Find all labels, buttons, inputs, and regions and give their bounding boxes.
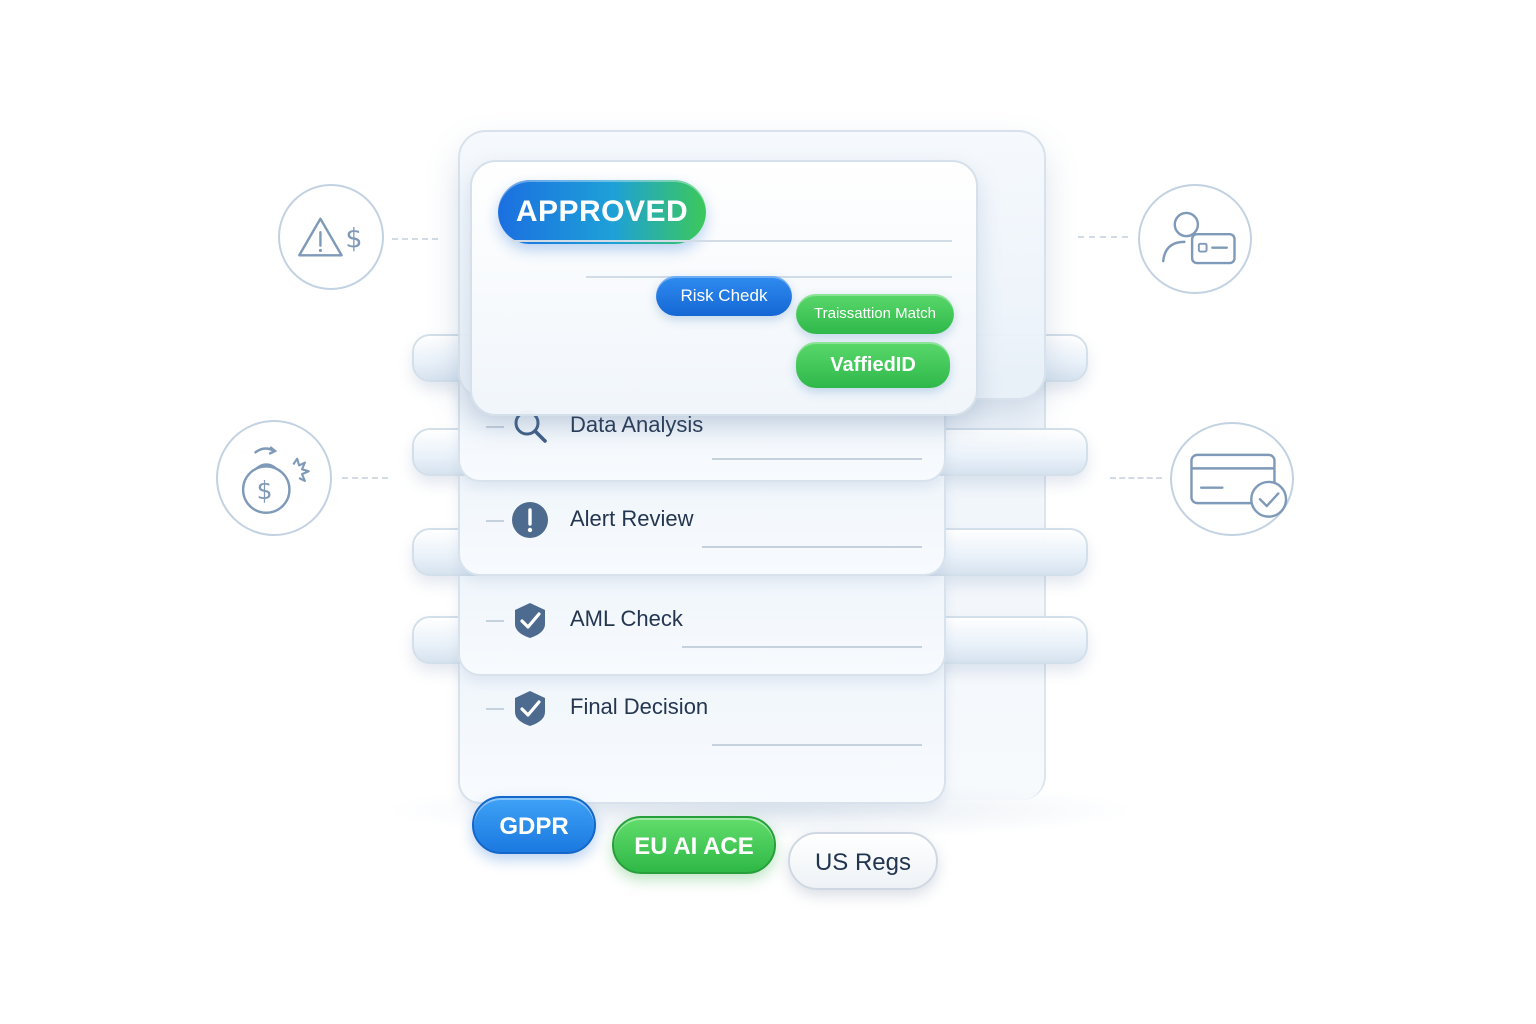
tier-line bbox=[702, 546, 922, 548]
connector-dash bbox=[342, 477, 388, 479]
connector-dash bbox=[1078, 236, 1128, 238]
transaction-match-pill: Traissattion Match bbox=[796, 294, 954, 334]
user-id-card-icon bbox=[1138, 184, 1252, 294]
tier-tick bbox=[486, 620, 504, 622]
credit-card-check-icon bbox=[1170, 422, 1294, 536]
regulation-badge-eu-ai: EU AI ACE bbox=[612, 816, 776, 874]
tier-line bbox=[682, 646, 922, 648]
connector-dash bbox=[392, 238, 438, 240]
stage-alert-review: Alert Review bbox=[458, 476, 946, 576]
stage-label: Final Decision bbox=[570, 694, 709, 719]
stage-label: Data Analysis bbox=[570, 412, 704, 437]
regulation-badge-gdpr: GDPR bbox=[472, 796, 596, 854]
check-shield-icon bbox=[510, 600, 550, 640]
tier-line bbox=[712, 744, 922, 746]
stage-aml-check: AML Check bbox=[458, 576, 946, 676]
check-shield-icon bbox=[510, 688, 550, 728]
svg-text:$: $ bbox=[345, 224, 362, 255]
approved-status-badge: APPROVED bbox=[498, 180, 706, 244]
risk-check-pill: Risk Chedk bbox=[656, 276, 792, 316]
stage-label: Alert Review bbox=[570, 506, 694, 531]
tier-tick bbox=[486, 426, 504, 428]
alert-icon bbox=[510, 500, 550, 540]
card-divider bbox=[512, 240, 952, 242]
tier-line bbox=[712, 458, 922, 460]
tier-tick bbox=[486, 520, 504, 522]
tier-tick bbox=[486, 708, 504, 710]
stage-label: AML Check bbox=[570, 606, 683, 631]
stage-final-decision: Final Decision bbox=[458, 664, 946, 804]
risk-dollar-icon: $ bbox=[278, 184, 384, 290]
verified-id-pill: VaffiedID bbox=[796, 342, 950, 388]
money-bag-icon: $ bbox=[216, 420, 332, 536]
svg-text:$: $ bbox=[257, 476, 273, 505]
connector-dash bbox=[1110, 477, 1162, 479]
regulation-badge-us: US Regs bbox=[788, 832, 938, 890]
